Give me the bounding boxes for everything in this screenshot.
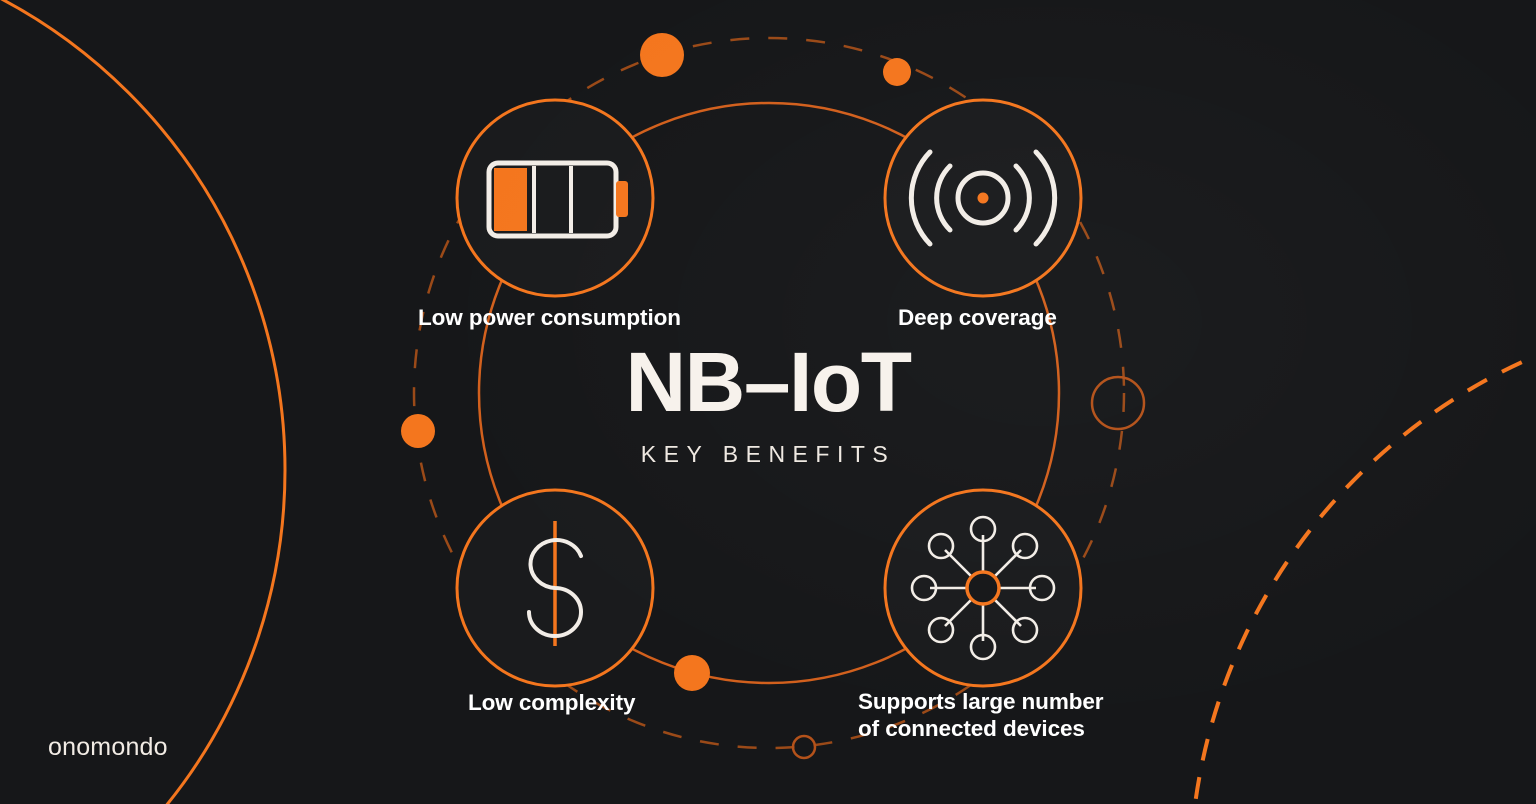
battery-icon: [486, 160, 628, 239]
orbit-dot-top-left: [640, 33, 684, 77]
orbit-ring-dashed: [412, 36, 1126, 750]
benefit-label-deep-coverage: Deep coverage: [898, 305, 1057, 330]
benefit-label-connected-devices-line2: of connected devices: [858, 715, 1085, 741]
connected-devices-icon: [910, 515, 1056, 661]
orbit-dot-right: [1090, 375, 1146, 431]
signal-waves-icon: [908, 149, 1058, 247]
node-circle-low-power[interactable]: [455, 98, 655, 298]
orbit-dot-left: [401, 414, 435, 448]
orbit-dot-top-right: [883, 58, 911, 86]
dollar-sign-icon: [527, 521, 583, 646]
benefit-label-connected-devices-line1: Supports large number: [858, 689, 1104, 714]
orbit-dot-bottom: [791, 734, 817, 760]
benefit-label-connected-devices: Supports large number of connected devic…: [858, 689, 1104, 742]
hub-ring: [477, 101, 1061, 685]
brand-logo: onomondo: [48, 733, 168, 761]
hub-dot-bottom: [674, 655, 710, 691]
background-arc-left: [0, 0, 287, 804]
benefit-label-low-power-consumption: Low power consumption: [418, 305, 681, 330]
benefit-label-low-complexity: Low complexity: [468, 690, 636, 715]
